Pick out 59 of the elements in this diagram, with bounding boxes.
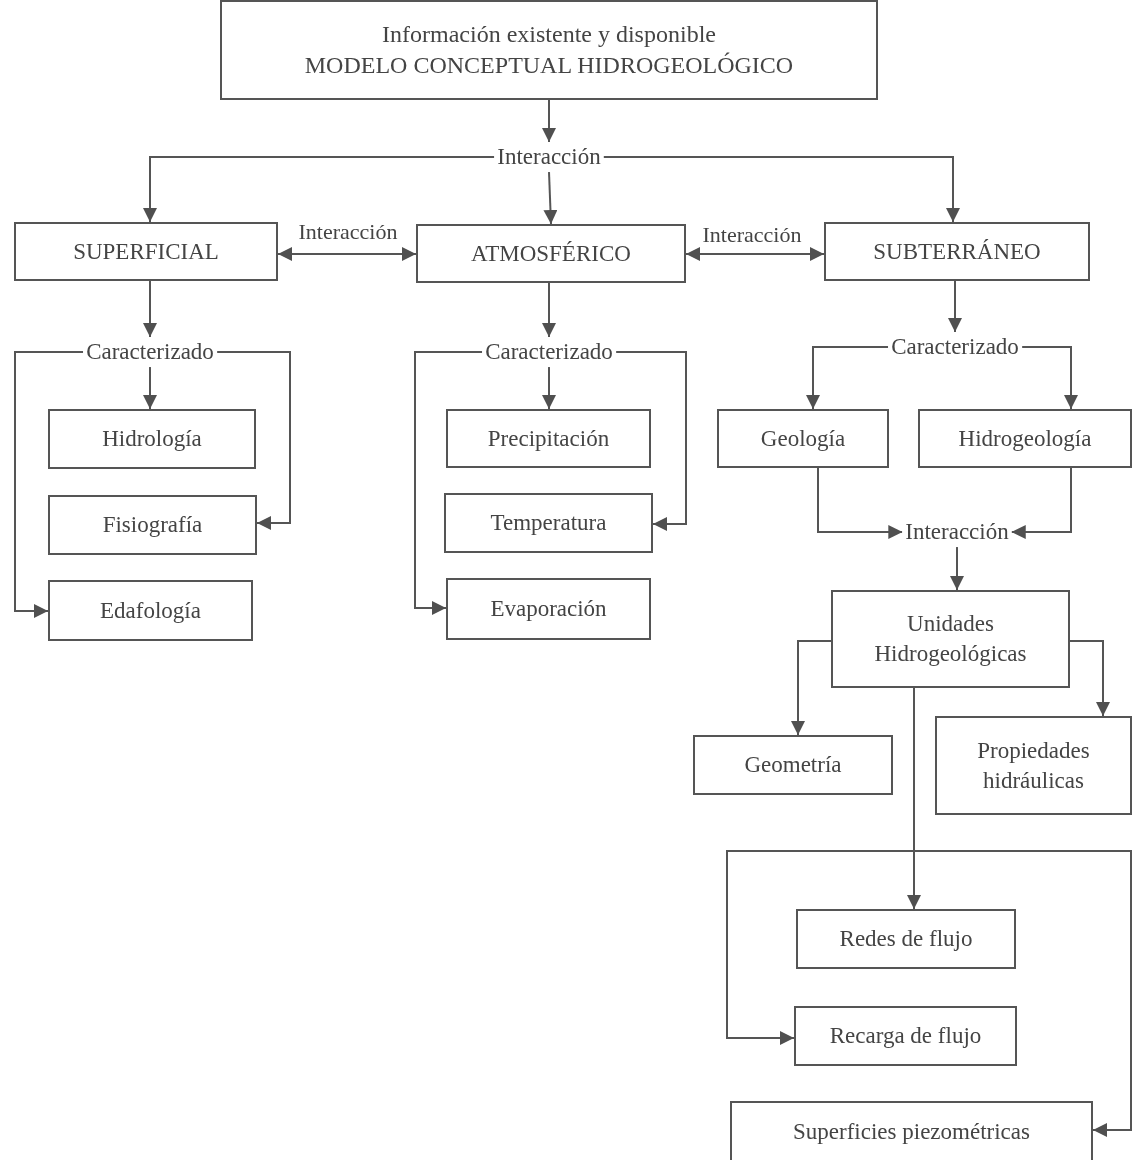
box-title: Recarga de flujo xyxy=(829,1022,982,1051)
box-title: SUBTERRÁNEO xyxy=(873,237,1041,266)
arrow xyxy=(685,247,825,261)
arrow xyxy=(948,280,962,334)
process-box xyxy=(416,224,686,283)
process-box xyxy=(717,409,889,468)
arrow xyxy=(614,351,687,531)
arrow xyxy=(277,247,417,261)
arrow xyxy=(950,545,964,591)
arrow xyxy=(542,99,556,144)
arrow xyxy=(143,280,157,339)
arrow xyxy=(806,346,890,410)
process-box xyxy=(446,578,651,640)
box-title: Hidrogeología xyxy=(958,424,1092,453)
process-box xyxy=(14,222,278,281)
arrow xyxy=(143,365,157,410)
process-box xyxy=(48,580,253,641)
box-title: Geología xyxy=(760,424,846,453)
arrow xyxy=(414,351,484,615)
process-box xyxy=(446,409,651,468)
process-box xyxy=(220,0,878,100)
arrow xyxy=(543,170,558,225)
box-title: Redes de flujo xyxy=(839,925,973,954)
box-title: Precipitación xyxy=(487,424,610,453)
process-box xyxy=(730,1101,1093,1160)
process-box xyxy=(48,495,257,555)
box-title: Temperatura xyxy=(490,509,607,538)
box-title: Unidades Hidrogeológicas xyxy=(873,610,1028,668)
arrow xyxy=(143,156,496,223)
arrow xyxy=(1020,346,1078,410)
arrow xyxy=(602,156,960,223)
box-title: Edafología xyxy=(100,596,201,625)
box-title: Superficies piezométricas xyxy=(793,1118,1030,1147)
box-title: Evaporación xyxy=(490,595,607,624)
arrow xyxy=(542,282,556,339)
box-title: Geometría xyxy=(744,751,842,780)
box-title: SUPERFICIAL xyxy=(73,237,219,266)
box-title: Propiedades hidráulicas xyxy=(976,736,1091,795)
process-box xyxy=(444,493,653,553)
process-box xyxy=(794,1006,1017,1066)
arrow xyxy=(1010,467,1072,539)
arrow xyxy=(542,365,556,410)
process-box xyxy=(824,222,1090,281)
box-title: Fisiografía xyxy=(102,511,203,540)
arrow xyxy=(817,467,904,539)
process-box xyxy=(935,716,1132,815)
arrow xyxy=(791,640,832,736)
arrow xyxy=(1069,640,1110,717)
box-title: Hidrología xyxy=(102,425,202,454)
process-box xyxy=(796,909,1016,969)
arrow xyxy=(215,351,291,530)
process-box xyxy=(48,409,256,469)
process-box xyxy=(693,735,893,795)
arrow xyxy=(14,351,85,618)
box-title: ATMOSFÉRICO xyxy=(471,239,631,268)
box-title: Información existente y disponible xyxy=(382,19,716,49)
box-subtitle: MODELO CONCEPTUAL HIDROGEOLÓGICO xyxy=(304,51,794,80)
process-box xyxy=(918,409,1132,468)
process-box xyxy=(831,590,1070,688)
